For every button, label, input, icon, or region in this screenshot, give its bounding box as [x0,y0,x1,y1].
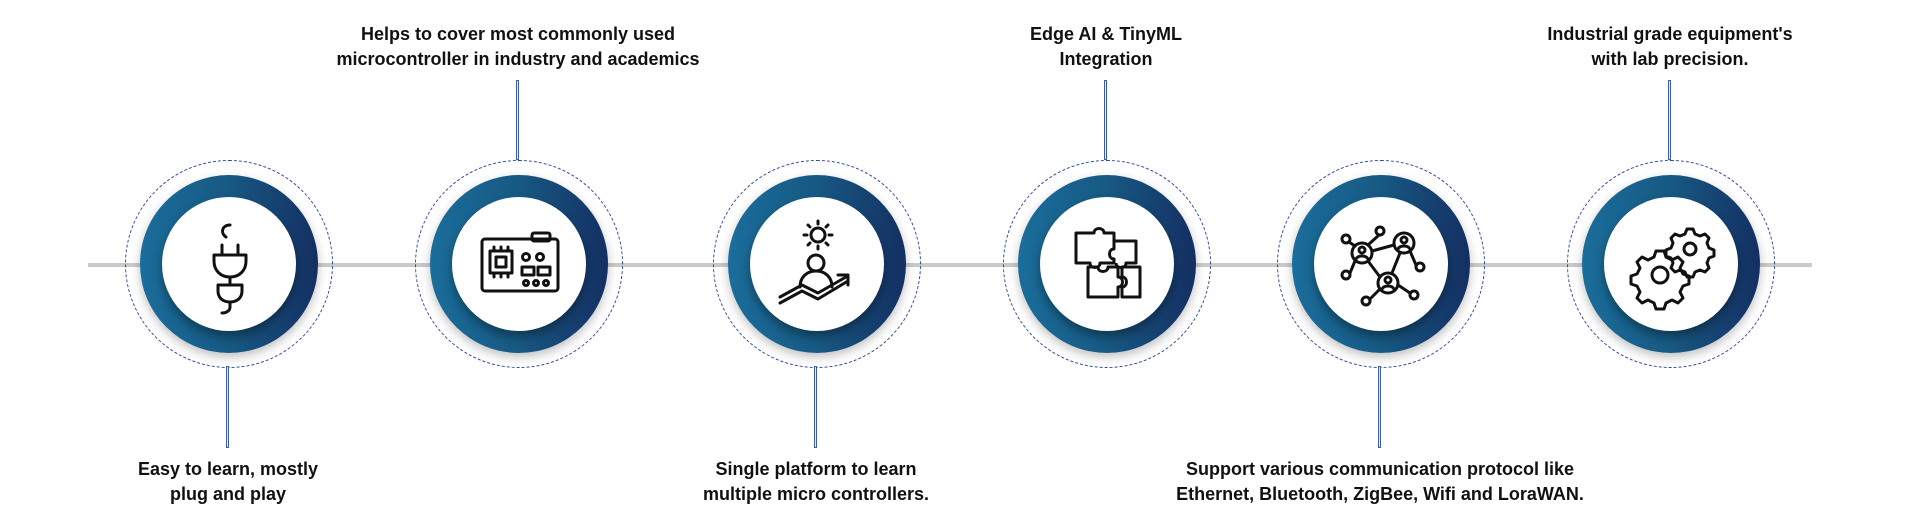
network-people-icon [1340,225,1426,307]
step-2-label-line2: microcontroller in industry and academic… [336,49,700,69]
step-1-label-line1: Easy to learn, mostly [137,459,319,479]
icon-disc [452,197,586,331]
dashed-ring [1277,160,1485,368]
dashed-ring [415,160,623,368]
step-5-caption: Support various communication protocol l… [1150,457,1610,507]
step-5-label-line2: Ethernet, Bluetooth, ZigBee, Wifi and Lo… [1176,484,1584,504]
step-4-node [1003,160,1213,370]
step-2-node [415,160,625,370]
step-5-connector [1378,366,1381,448]
step-5-node [1277,160,1487,370]
step-6-connector [1668,80,1671,160]
step-1-node [125,160,335,370]
step-2-connector [516,80,519,160]
step-6-node [1567,160,1777,370]
step-2-caption: Helps to cover most commonly used microc… [308,22,728,72]
step-1-caption: Easy to learn, mostly plug and play [58,457,398,507]
dashed-ring [1567,160,1775,368]
step-3-connector [814,366,817,448]
gears-icon [1629,227,1716,311]
step-2-label-line1: Helps to cover most commonly used [360,24,676,44]
step-4-label-line1: Edge AI & TinyML [1029,24,1182,44]
dashed-ring [1003,160,1211,368]
step-4-connector [1104,80,1107,160]
step-1-connector [226,366,229,448]
step-1-label-line2: plug and play [169,484,286,504]
plug-icon [212,223,248,315]
dashed-ring [125,160,333,368]
icon-disc [1314,197,1448,331]
step-3-label-line2: multiple micro controllers. [702,484,930,504]
puzzle-icon [1074,227,1142,299]
step-6-caption: Industrial grade equipment's with lab pr… [1500,22,1840,72]
circuit-board-icon [480,231,560,293]
person-growth-icon [778,219,850,305]
step-4-caption: Edge AI & TinyML Integration [936,22,1276,72]
step-5-label-line1: Support various communication protocol l… [1185,459,1575,479]
dashed-ring [713,160,921,368]
icon-disc [750,197,884,331]
step-6-label-line1: Industrial grade equipment's [1547,24,1793,44]
step-3-caption: Single platform to learn multiple micro … [646,457,986,507]
step-3-node [713,160,923,370]
timeline-line [88,263,1812,267]
step-3-label-line1: Single platform to learn [715,459,917,479]
step-4-label-line2: Integration [1059,49,1153,69]
step-6-label-line2: with lab precision. [1591,49,1749,69]
